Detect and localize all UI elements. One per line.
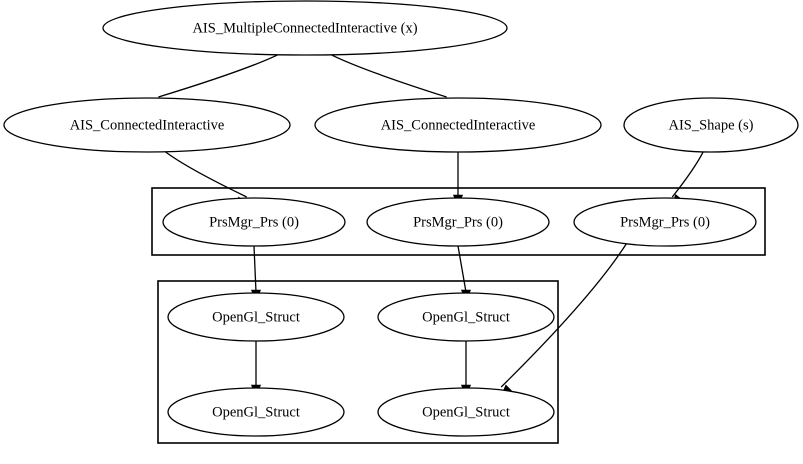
node-ellipse[interactable]	[167, 387, 345, 437]
node-ellipse[interactable]	[573, 197, 757, 247]
graph-node[interactable]: PrsMgr_Prs (0)	[573, 197, 757, 247]
graph-edge	[457, 245, 467, 293]
node-ellipse[interactable]	[377, 292, 555, 342]
graph-node[interactable]: PrsMgr_Prs (0)	[162, 197, 346, 247]
graph-edge	[329, 53, 447, 98]
graph-node[interactable]: OpenGl_Struct	[167, 387, 345, 437]
node-ellipse[interactable]	[3, 97, 291, 153]
graph-edge	[158, 53, 281, 98]
graph-node[interactable]: OpenGl_Struct	[167, 292, 345, 342]
node-label: PrsMgr_Prs (0)	[413, 214, 503, 230]
node-ellipse[interactable]	[314, 97, 602, 153]
node-label: PrsMgr_Prs (0)	[620, 214, 710, 230]
node-ellipse[interactable]	[377, 387, 555, 437]
node-label: OpenGl_Struct	[212, 309, 300, 325]
node-ellipse[interactable]	[167, 292, 345, 342]
node-label: AIS_ConnectedInteractive	[381, 117, 536, 133]
node-ellipse[interactable]	[623, 97, 799, 153]
graph-edge	[163, 150, 248, 198]
graph-edge	[253, 245, 257, 293]
graph-node[interactable]: AIS_ConnectedInteractive	[3, 97, 291, 153]
nodes-layer: AIS_MultipleConnectedInteractive (x) AIS_…	[3, 0, 799, 437]
graph-node[interactable]: AIS_ConnectedInteractive	[314, 97, 602, 153]
node-ellipse[interactable]	[366, 197, 550, 247]
node-label: AIS_Shape (s)	[669, 117, 754, 133]
node-ellipse[interactable]	[102, 0, 508, 56]
graph-edge	[671, 150, 705, 198]
graph-edge	[500, 242, 628, 388]
graph-node[interactable]: OpenGl_Struct	[377, 292, 555, 342]
node-ellipse[interactable]	[162, 197, 346, 247]
node-label: AIS_ConnectedInteractive	[70, 117, 225, 133]
node-label: OpenGl_Struct	[422, 309, 510, 325]
graph-node[interactable]: PrsMgr_Prs (0)	[366, 197, 550, 247]
graph-node[interactable]: AIS_MultipleConnectedInteractive (x)	[102, 0, 508, 56]
node-label: OpenGl_Struct	[212, 404, 300, 420]
node-label: PrsMgr_Prs (0)	[209, 214, 299, 230]
graph-node[interactable]: AIS_Shape (s)	[623, 97, 799, 153]
node-label: OpenGl_Struct	[422, 404, 510, 420]
node-label: AIS_MultipleConnectedInteractive (x)	[192, 20, 417, 36]
cluster-box	[157, 280, 559, 444]
graph-node[interactable]: OpenGl_Struct	[377, 387, 555, 437]
